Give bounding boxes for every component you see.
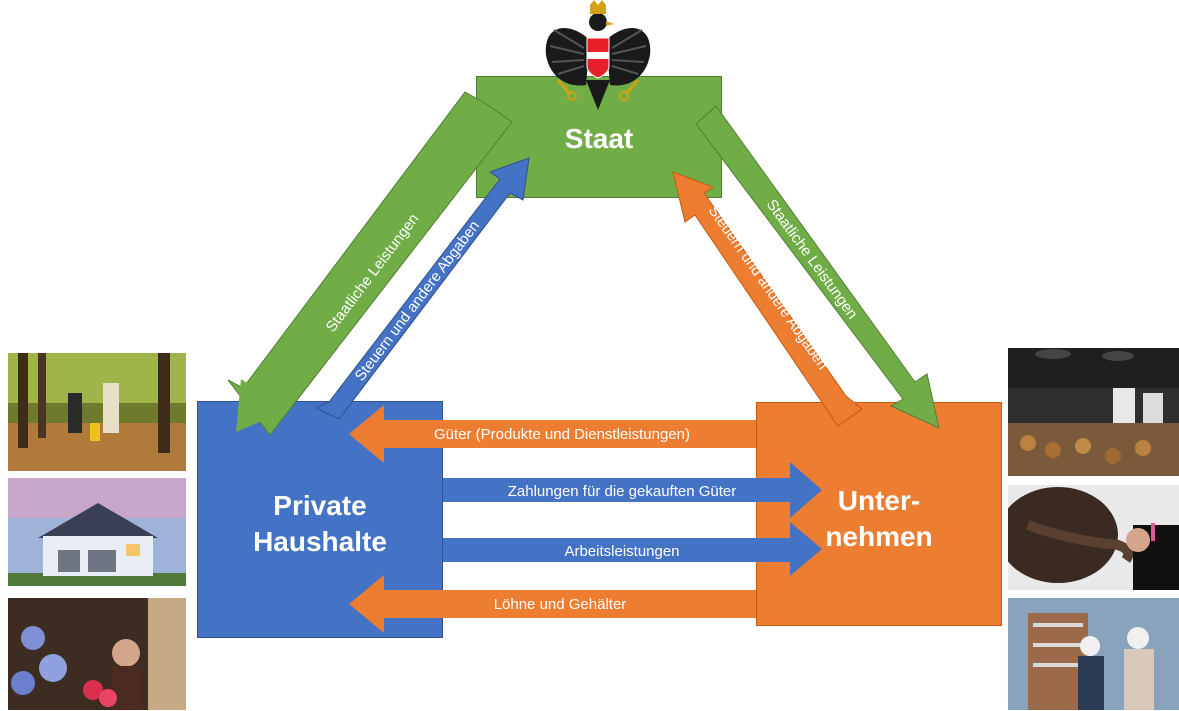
arrow-staatliche-leistungen-unternehmen xyxy=(695,105,940,429)
house-photo xyxy=(8,478,186,586)
austrian-eagle-coat-of-arms-icon xyxy=(545,0,651,110)
label-gueter: Güter (Produkte und Dienstleistungen) xyxy=(434,426,690,443)
haushalte-label-line2: Haushalte xyxy=(253,526,387,557)
haushalte-label-line1: Private xyxy=(273,490,367,521)
label-loehne: Löhne und Gehälter xyxy=(494,596,627,613)
bakery-photo xyxy=(1008,348,1179,476)
arrow-arbeitsleistungen xyxy=(443,522,822,576)
arrow-gueter xyxy=(349,405,756,463)
hairdresser-photo xyxy=(1008,485,1179,590)
arrow-shape xyxy=(314,157,530,420)
arrow-loehne xyxy=(349,575,756,633)
arrow-staatliche-leistungen-haushalte xyxy=(227,91,513,436)
arrow-steuern-haushalte xyxy=(314,157,530,420)
arrow-zahlungen xyxy=(443,462,822,518)
label-arbeitsleistungen: Arbeitsleistungen xyxy=(564,543,679,560)
label-steuern-unternehmen: Steuern und andere Abgaben xyxy=(705,203,831,373)
family-walk-photo xyxy=(8,353,186,471)
construction-workers-photo xyxy=(1008,598,1179,710)
arrow-steuern-unternehmen xyxy=(672,171,863,427)
unternehmen-label-line2: nehmen xyxy=(825,521,933,552)
arrow-head xyxy=(236,379,288,432)
unternehmen-box: Unter- nehmen xyxy=(756,402,1002,626)
arrow-shape xyxy=(695,105,940,429)
staat-label: Staat xyxy=(564,123,634,154)
unternehmen-label-line1: Unter- xyxy=(837,485,921,516)
arrow-shape xyxy=(227,91,513,436)
arrow-shape xyxy=(672,171,863,427)
woman-window-photo xyxy=(8,598,186,710)
private-haushalte-label: Private Haushalte xyxy=(198,488,442,560)
label-zahlungen: Zahlungen für die gekauften Güter xyxy=(508,483,737,500)
unternehmen-label: Unter- nehmen xyxy=(757,483,1001,555)
